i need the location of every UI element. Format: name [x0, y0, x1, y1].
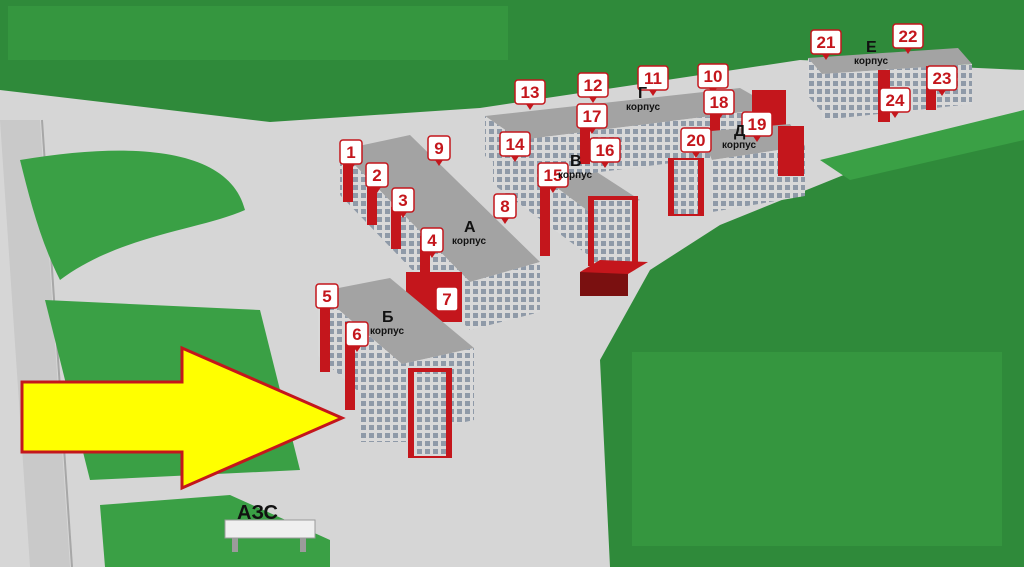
corpus-word: корпус — [452, 236, 486, 247]
park-top-left — [8, 6, 508, 60]
entrance-number: 8 — [500, 197, 509, 216]
entrance-marker-3[interactable]: 3 — [391, 187, 415, 218]
entrance-marker-7[interactable]: 7 — [435, 286, 459, 317]
corpus-word: корпус — [626, 102, 660, 113]
corpus-letter: В — [570, 153, 582, 170]
entrance-number: 22 — [899, 27, 918, 46]
building-corpus-b[interactable] — [318, 278, 474, 458]
corpus-letter: Е — [866, 39, 877, 56]
building-corpus-d[interactable] — [668, 124, 805, 216]
entrance-marker-23[interactable]: 23 — [926, 65, 958, 96]
corpus-labels: АкорпусБкорпусВкорпусГкорпусДкорпусЕкорп… — [370, 39, 888, 337]
lawn-bottom — [100, 495, 330, 567]
entrance-marker-4[interactable]: 4 — [420, 227, 444, 258]
entrance-marker-6[interactable]: 6 — [345, 321, 369, 352]
lawn-right-corner — [820, 110, 1024, 180]
corpus-word: корпус — [854, 56, 888, 67]
corpus-letter: Б — [382, 309, 394, 326]
entrance-marker-20[interactable]: 20 — [680, 127, 712, 158]
entrance-marker-24[interactable]: 24 — [879, 87, 911, 118]
corpus-letter: Д — [734, 123, 746, 140]
entrance-number: 18 — [710, 93, 729, 112]
entrance-marker-11[interactable]: 11 — [637, 65, 669, 96]
entrance-marker-5[interactable]: 5 — [315, 283, 339, 314]
entrance-marker-14[interactable]: 14 — [499, 131, 531, 162]
entrance-marker-15[interactable]: 15 — [537, 162, 569, 193]
gas-station-label: АЗС — [237, 502, 278, 524]
entrance-number: 11 — [644, 69, 662, 88]
entrance-number: 20 — [687, 131, 706, 150]
gas-station[interactable]: АЗС — [224, 502, 316, 552]
entrance-marker-9[interactable]: 9 — [427, 135, 451, 166]
entrance-number: 1 — [346, 143, 355, 162]
entrance-number: 23 — [933, 69, 952, 88]
entrance-number: 24 — [886, 91, 905, 110]
entrance-marker-17[interactable]: 17 — [576, 103, 608, 134]
entrance-number: 5 — [322, 287, 331, 306]
corpus-word: корпус — [558, 170, 592, 181]
entrance-marker-19[interactable]: 19 — [741, 111, 773, 142]
entrance-number: 6 — [352, 325, 361, 344]
entrance-number: 16 — [596, 141, 615, 160]
entrance-marker-12[interactable]: 12 — [577, 72, 609, 103]
park-bottom-right — [632, 352, 1002, 546]
corpus-word: корпус — [370, 326, 404, 337]
entrance-marker-18[interactable]: 18 — [703, 89, 735, 120]
corpus-letter: Г — [638, 85, 647, 102]
entrance-marker-2[interactable]: 2 — [365, 162, 389, 193]
lawn-curve — [20, 150, 245, 280]
entrance-marker-21[interactable]: 21 — [810, 29, 842, 60]
entrance-number: 15 — [544, 166, 563, 185]
entrance-number: 2 — [372, 166, 381, 185]
entrance-number: 3 — [398, 191, 407, 210]
entrance-number: 17 — [583, 107, 602, 126]
building-corpus-g[interactable] — [485, 88, 786, 182]
entrance-number: 21 — [817, 33, 836, 52]
corpus-letter: А — [464, 219, 476, 236]
entrance-marker-8[interactable]: 8 — [493, 193, 517, 224]
entrance-marker-22[interactable]: 22 — [892, 23, 924, 54]
entrance-number: 7 — [442, 290, 451, 309]
entrance-number: 14 — [506, 135, 525, 154]
corpus-word: корпус — [722, 140, 756, 151]
entrance-number: 13 — [521, 83, 540, 102]
entrance-number: 19 — [748, 115, 767, 134]
entrance-marker-13[interactable]: 13 — [514, 79, 546, 110]
entrance-number: 9 — [434, 139, 443, 158]
direction-arrow-icon — [20, 345, 346, 491]
entrance-number: 12 — [584, 76, 603, 95]
entrance-marker-1[interactable]: 1 — [339, 139, 363, 170]
road-left — [0, 120, 70, 567]
entrance-marker-16[interactable]: 16 — [589, 137, 621, 168]
entrance-number: 10 — [704, 67, 723, 86]
entrance-number: 4 — [427, 231, 437, 250]
